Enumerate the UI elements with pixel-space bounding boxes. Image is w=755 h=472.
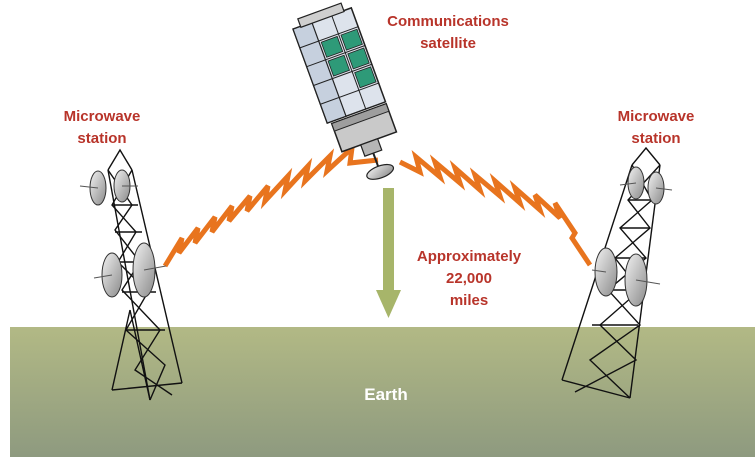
station-right-label-line-1: Microwave bbox=[617, 108, 695, 125]
satellite-label-line-2: satellite bbox=[420, 35, 476, 52]
distance-label-line-3: miles bbox=[449, 292, 489, 309]
satellite-label-line-1: Communications bbox=[387, 13, 509, 30]
microwave-tower-icon bbox=[561, 146, 673, 399]
station-right-label-line-2: station bbox=[631, 130, 681, 147]
earth-label: Earth bbox=[364, 385, 408, 404]
microwave-tower-icon bbox=[79, 148, 183, 401]
lightning-signal-icon bbox=[162, 141, 379, 268]
station-right-label: Microwave station bbox=[601, 106, 711, 150]
distance-label-line-2: 22,000 bbox=[446, 270, 492, 287]
distance-label-line-1: Approximately bbox=[416, 248, 522, 265]
satellite-label: Communications satellite bbox=[378, 11, 518, 55]
distance-label: Approximately 22,000 miles bbox=[404, 246, 534, 312]
down-arrow-icon bbox=[376, 188, 401, 318]
lightning-signal-icon bbox=[398, 150, 593, 267]
station-left-label: Microwave station bbox=[47, 106, 157, 150]
satellite-icon bbox=[292, 2, 398, 180]
station-left-label-line-1: Microwave bbox=[63, 108, 141, 125]
station-left-label-line-2: station bbox=[77, 130, 127, 147]
